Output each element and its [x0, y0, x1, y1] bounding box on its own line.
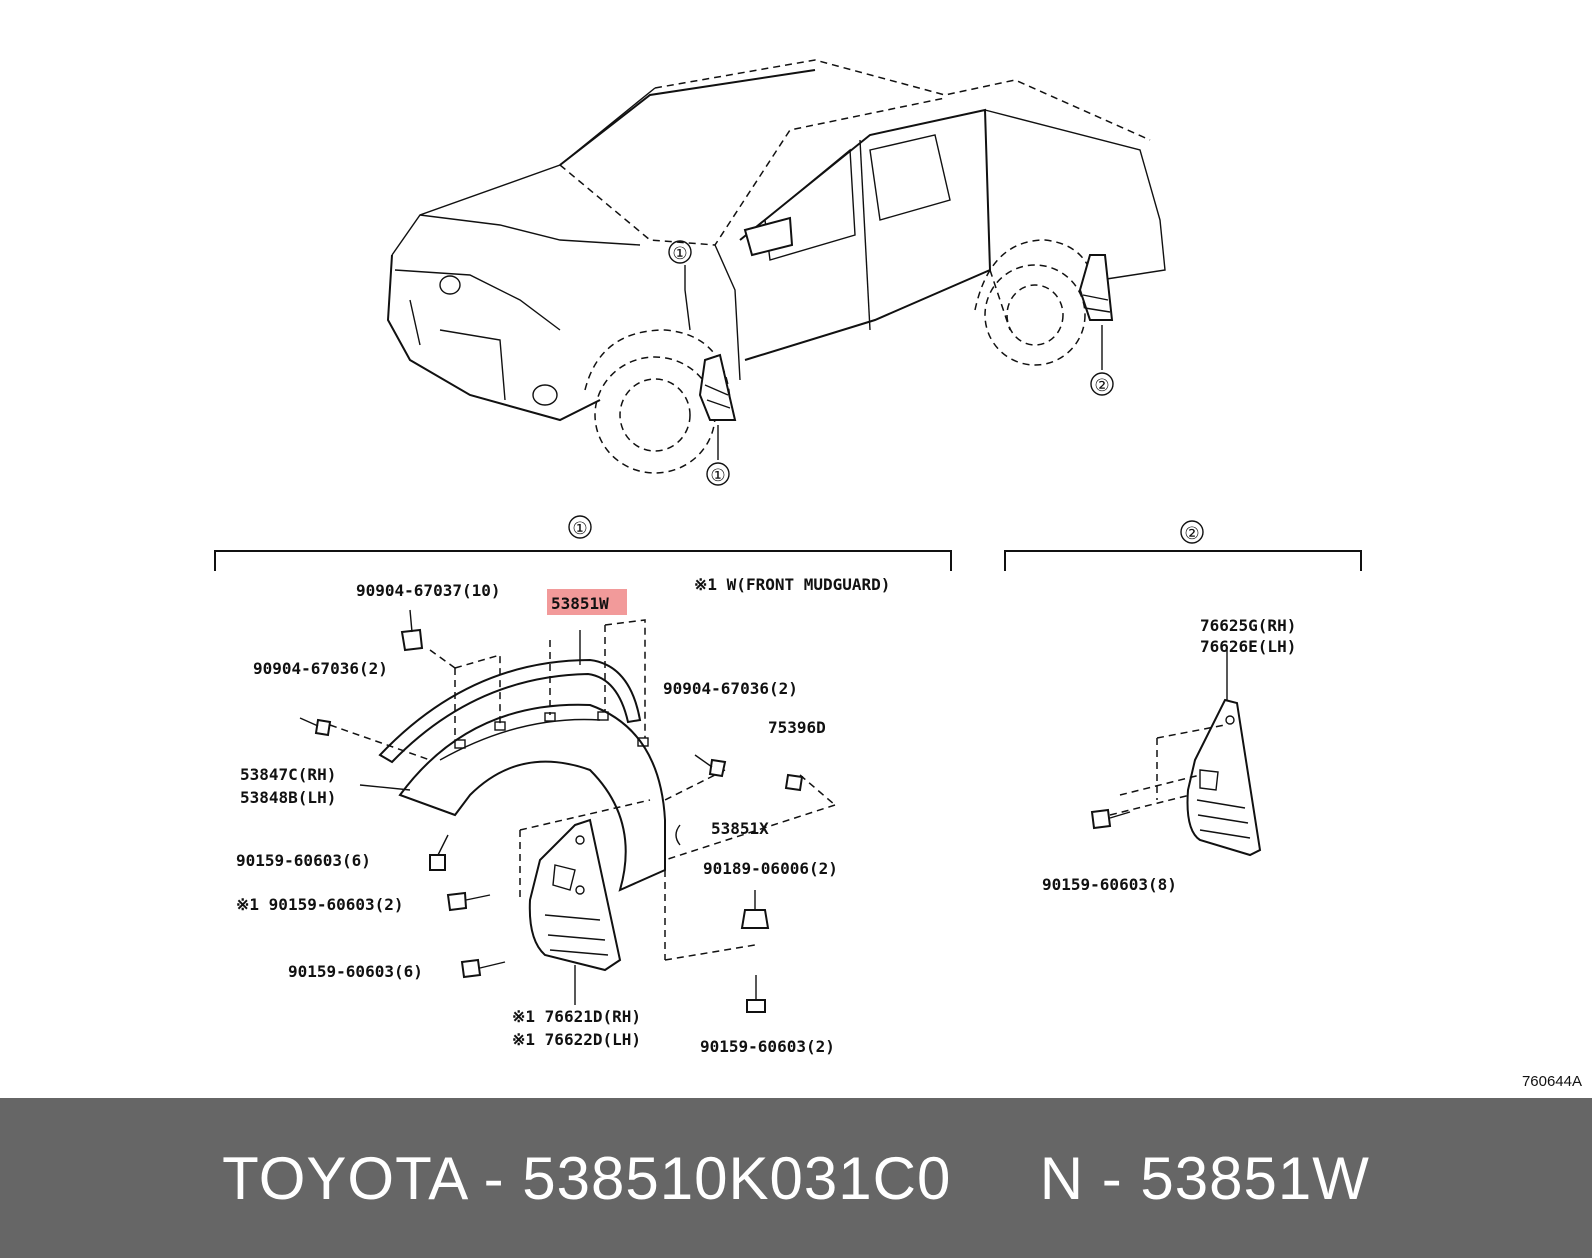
callout-1-bottom: ① [710, 466, 725, 486]
truck-illustration: ① ① ② [386, 59, 1166, 486]
diagram-svg: ① ① ② ① ② [214, 59, 1362, 1056]
screw-icon-a [429, 834, 449, 871]
callout-1-top: ① [672, 244, 687, 264]
nut-icon [740, 890, 770, 929]
label-clip-left[interactable]: 90904-67036(2) [253, 659, 388, 678]
label-53851x[interactable]: 53851X [711, 819, 769, 838]
screw-icon-right [694, 754, 727, 778]
label-rear-mud-rh[interactable]: 76625G(RH) [1200, 616, 1296, 635]
clip-75396-icon [784, 773, 804, 792]
reference-code: 760644A [1521, 1073, 1582, 1090]
label-screw-b[interactable]: ※1 90159-60603(2) [236, 895, 404, 914]
note-front-mudguard: ※1 W(FRONT MUDGUARD) [694, 575, 890, 594]
label-liner-lh[interactable]: 53848B(LH) [240, 788, 336, 807]
label-liner-rh[interactable]: 53847C(RH) [240, 765, 336, 784]
group-1-parts [299, 609, 1228, 1013]
rear-screw-icon [1090, 808, 1131, 830]
labels: 53851W ※1 W(FRONT MUDGUARD) 90904-67037(… [236, 575, 1296, 1056]
label-rear-screw[interactable]: 90159-60603(8) [1042, 875, 1177, 894]
label-clip-top[interactable]: 90904-67037(10) [356, 581, 501, 600]
screw-icon-left [299, 717, 332, 737]
label-mudguard-lh[interactable]: ※1 76622D(LH) [512, 1030, 641, 1049]
screw-icon-c [460, 958, 506, 979]
group-2-marker: ② [1184, 524, 1199, 544]
highlight-box [547, 589, 627, 615]
label-75396d[interactable]: 75396D [768, 718, 826, 737]
footer-bar: TOYOTA - 538510K031C0 N - 53851W [0, 1098, 1592, 1258]
group-2-parts [1090, 698, 1262, 857]
label-screw-c[interactable]: 90159-60603(6) [288, 962, 423, 981]
label-screw-d[interactable]: 90159-60603(2) [700, 1037, 835, 1056]
clip-icon [400, 609, 424, 652]
parts-diagram: ① ① ② ① ② [214, 59, 1362, 1056]
label-53851w[interactable]: 53851W [551, 594, 609, 613]
group-brackets: ① ② [214, 515, 1362, 571]
screw-icon-b [446, 891, 491, 912]
footer-part-number: TOYOTA - 538510K031C0 N - 53851W [222, 1144, 1370, 1212]
label-screw-a[interactable]: 90159-60603(6) [236, 851, 371, 870]
label-nut-90189[interactable]: 90189-06006(2) [703, 859, 838, 878]
screw-icon-d [746, 975, 766, 1013]
callout-2: ② [1094, 376, 1109, 396]
label-rear-mud-lh[interactable]: 76626E(LH) [1200, 637, 1296, 656]
group-1-marker: ① [572, 519, 587, 539]
label-mudguard-rh[interactable]: ※1 76621D(RH) [512, 1007, 641, 1026]
label-clip-right[interactable]: 90904-67036(2) [663, 679, 798, 698]
